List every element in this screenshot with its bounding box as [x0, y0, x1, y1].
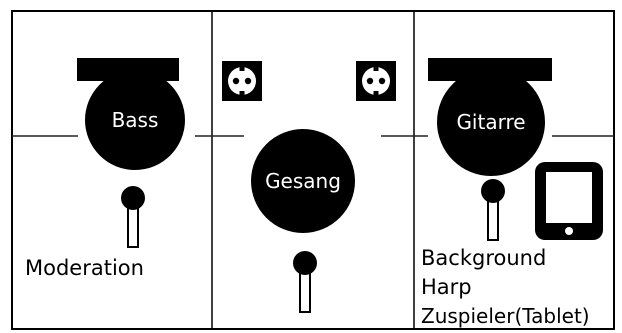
background-label: Background [421, 246, 547, 270]
stage-frame [11, 10, 615, 330]
gesang-label: Gesang [265, 169, 341, 193]
bass-monitor-icon: Bass [77, 58, 185, 170]
power-outlet-icon [222, 61, 262, 101]
microphone-stand-icon [481, 179, 505, 241]
microphone-stand-icon [293, 251, 317, 313]
harp-label: Harp [421, 275, 472, 299]
gesang-monitor-icon: Gesang [251, 129, 355, 233]
tablet-icon [535, 162, 603, 240]
gitarre-label: Gitarre [456, 110, 525, 134]
microphone-stand-icon [121, 186, 145, 248]
power-outlet-icon [356, 61, 396, 101]
bass-label: Bass [112, 108, 159, 132]
zuspieler-tablet-label: Zuspieler(Tablet) [421, 304, 590, 328]
gitarre-monitor-icon: Gitarre [428, 58, 552, 176]
moderation-label: Moderation [25, 256, 144, 280]
